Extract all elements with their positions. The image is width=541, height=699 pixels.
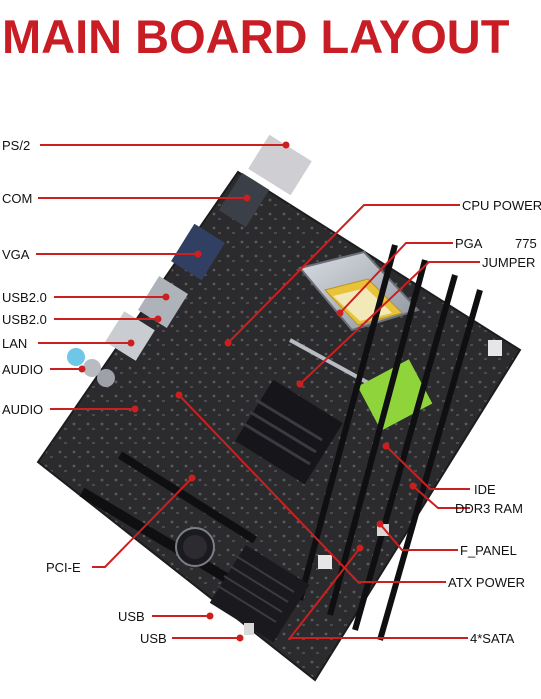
label-usb2-1: USB2.0 [2, 290, 47, 305]
leader-lines [36, 141, 480, 642]
label-com: COM [2, 191, 33, 206]
label-f-panel: F_PANEL [460, 543, 517, 558]
page-title: MAIN BOARD LAYOUT [2, 10, 510, 63]
label-lan: LAN [2, 336, 28, 351]
label-sata: 4*SATA [470, 631, 515, 646]
label-ddr3-ram: DDR3 RAM [455, 501, 523, 516]
label-jumper: JUMPER [482, 255, 536, 270]
label-usb2-2: USB2.0 [2, 312, 47, 327]
label-audio-2: AUDIO [2, 402, 44, 417]
label-pga-number: 775 [515, 236, 537, 251]
label-usb-3: USB [118, 609, 145, 624]
label-ps2: PS/2 [2, 138, 31, 153]
heatsink-icon [235, 379, 343, 485]
label-atx-power: ATX POWER [448, 575, 526, 590]
label-audio-1: AUDIO [2, 362, 44, 377]
pcie-slot [79, 487, 233, 585]
battery-icon [175, 527, 215, 567]
label-vga: VGA [2, 247, 30, 262]
io-panel [67, 134, 312, 387]
bottom-heatsink [209, 545, 310, 643]
label-ide: IDE [474, 482, 496, 497]
motherboard-image [36, 134, 522, 682]
label-usb-4: USB [140, 631, 167, 646]
label-cpu-power: CPU POWER [462, 198, 541, 213]
label-pga: PGA [455, 236, 483, 251]
label-pcie: PCI-E [46, 560, 81, 575]
